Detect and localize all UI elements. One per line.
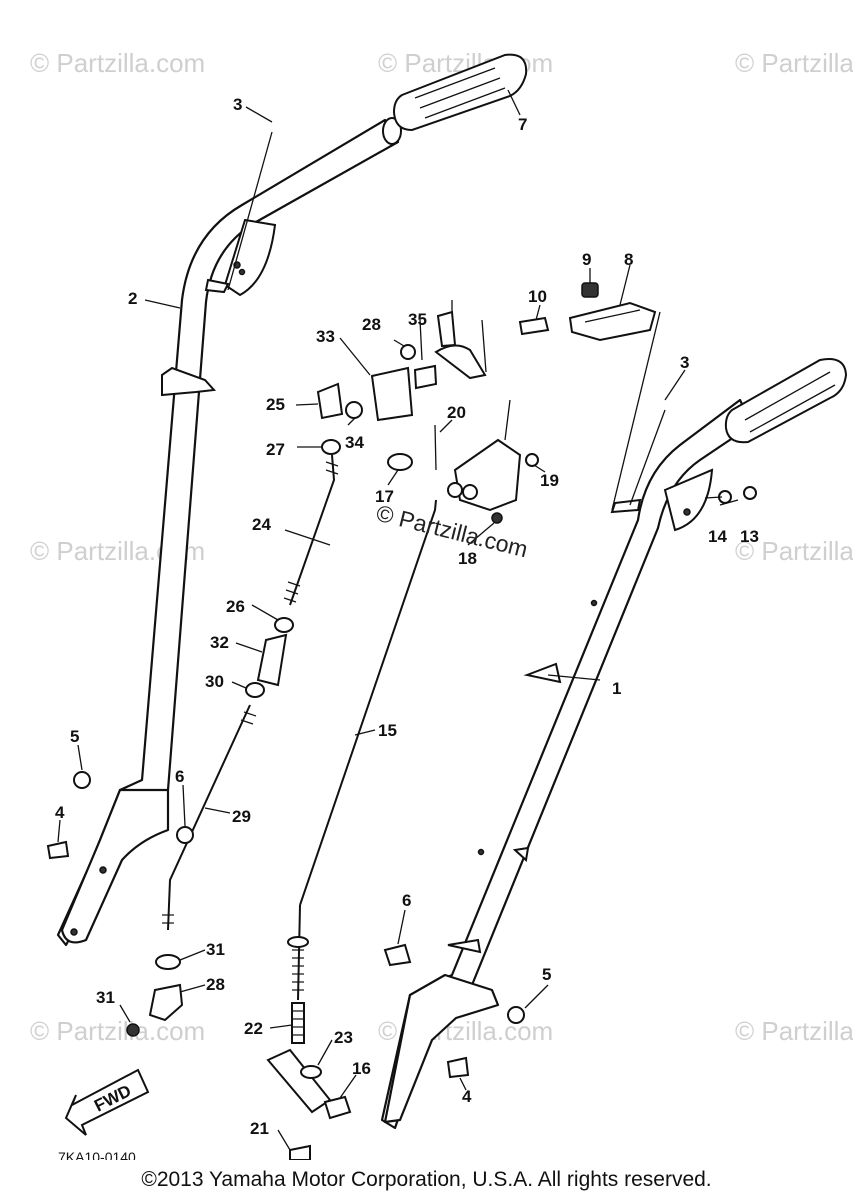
callout-6-left: 6 [175,767,184,786]
center-upper-cluster [316,300,487,455]
callout-9: 9 [582,250,591,269]
right-grip [724,358,848,444]
callout-1: 1 [612,679,621,698]
copyright-notice: ©2013 Yamaha Motor Corporation, U.S.A. A… [141,1168,712,1191]
watermark-group: © Partzilla.com © Partzilla.com © Partzi… [30,48,853,1046]
callout-8: 8 [624,250,633,269]
callout-28: 28 [206,975,225,994]
callout-18: 20 [447,403,466,422]
callout-32: 32 [210,633,229,652]
watermark-center: © Partzilla.com [374,500,531,563]
callout-34: 34 [345,433,364,452]
callout-10: 10 [528,287,547,306]
watermark-top-right: © Partzilla.com [735,48,853,78]
callout-5-left: 5 [70,727,79,746]
left-handle-tube [56,117,402,947]
callout-4-right: 4 [462,1087,472,1106]
callout-6-right: 6 [402,891,411,910]
rod-13 [287,499,437,1001]
right-handle-tube [380,398,754,1130]
callout-3-right: 3 [680,353,689,372]
callout-7: 7 [518,115,527,134]
rod-22 [283,454,339,606]
callout-33: 33 [316,327,335,346]
fasteners-left [46,771,194,860]
callout-12: 14 [708,527,727,546]
watermark-bottom-left: © Partzilla.com [30,1016,205,1046]
callout-20: 22 [244,1019,263,1038]
parts-diagram: © Partzilla.com © Partzilla.com © Partzi… [30,48,853,1160]
callout-22: 24 [252,515,271,534]
callout-13: 15 [378,721,397,740]
callout-17: 19 [540,471,559,490]
callout-35: 35 [408,310,427,329]
callout-3-left: 3 [233,95,242,114]
lever-part-8 [518,282,657,342]
callout-5-right: 5 [542,965,551,984]
leader-lines [57,89,739,1151]
watermark-top-left: © Partzilla.com [30,48,205,78]
callout-11: 13 [740,527,759,546]
catalog-code: 7KA10-0140 [58,1149,136,1160]
watermark-bottom-right: © Partzilla.com [735,1016,853,1046]
callout-29: 31 [206,940,225,959]
fasteners-right [383,486,757,1079]
small-parts-24-32-30 [245,617,294,698]
bracket-part-14 [266,1048,352,1160]
callout-4-left: 4 [55,803,65,822]
callout-19: 21 [250,1119,269,1138]
callout-31: 31 [96,988,115,1007]
callout-30: 30 [205,672,224,691]
callout-23: 25 [266,395,285,414]
callout-27: 29 [232,807,251,826]
fwd-arrow-icon: FWD [64,1068,150,1136]
callout-24: 26 [226,597,245,616]
callout-14: 16 [352,1059,371,1078]
callout-16: 18 [458,549,477,568]
left-grip [392,53,528,132]
bracket-part-16 [387,399,539,524]
callout-15: 17 [375,487,394,506]
threaded-rod-20 [291,1002,305,1044]
small-parts-29-28-31 [126,954,184,1037]
rod-27 [162,704,257,931]
callout-2: 2 [128,289,137,308]
callout-26: 28 [362,315,381,334]
callout-labels: 3 7 2 9 8 10 3 28 35 33 25 34 27 20 19 1… [55,95,759,1138]
watermark-mid-right: © Partzilla.com [735,536,853,566]
callout-21: 23 [334,1028,353,1047]
callout-25: 27 [266,440,285,459]
